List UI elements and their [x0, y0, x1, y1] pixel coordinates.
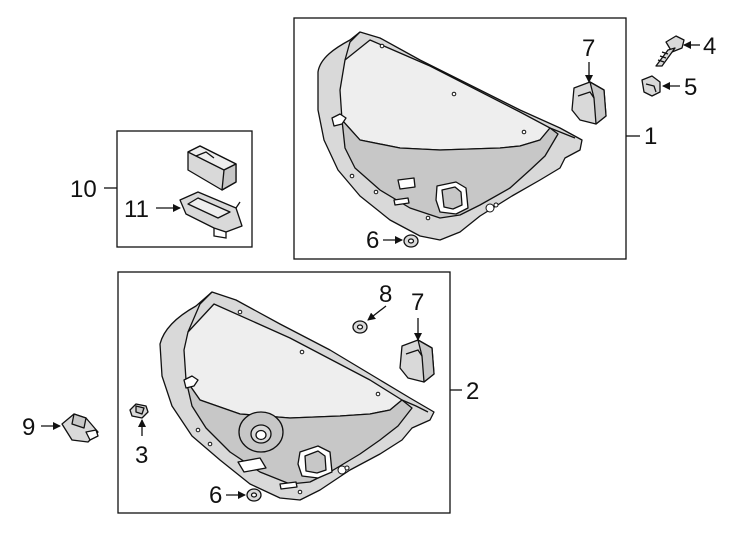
bracket-7-bottom: [399, 339, 435, 383]
callout-6-top: 6: [366, 227, 379, 254]
washer-6-bottom: [246, 488, 262, 502]
callout-7-bottom: 7: [411, 289, 424, 316]
bottom-assembly-box: [117, 271, 451, 514]
callout-10: 10: [70, 176, 97, 203]
washer-6-top: [403, 234, 419, 248]
callout-9: 9: [22, 414, 35, 441]
bracket-11: [179, 191, 243, 239]
callout-1: 1: [644, 123, 657, 150]
clip-5: [641, 75, 661, 97]
push-pin-3: [129, 403, 149, 419]
callout-5: 5: [684, 74, 697, 101]
callout-8: 8: [379, 281, 392, 308]
callout-6-bottom: 6: [209, 482, 222, 509]
module-10: [187, 145, 237, 191]
callout-2: 2: [466, 378, 479, 405]
trunk-lid-trim-panel-1: [317, 31, 583, 241]
top-assembly-box: [293, 17, 627, 260]
callout-3: 3: [135, 442, 148, 469]
callout-11: 11: [124, 196, 149, 223]
washer-8: [352, 320, 368, 334]
callout-7-top: 7: [582, 35, 595, 62]
bolt-4: [655, 35, 685, 67]
callout-4: 4: [703, 33, 716, 60]
trunk-lid-trim-panel-2: [159, 291, 435, 501]
clip-9: [61, 413, 99, 443]
small-assembly-box: [116, 130, 253, 248]
bracket-7-top: [571, 81, 607, 125]
